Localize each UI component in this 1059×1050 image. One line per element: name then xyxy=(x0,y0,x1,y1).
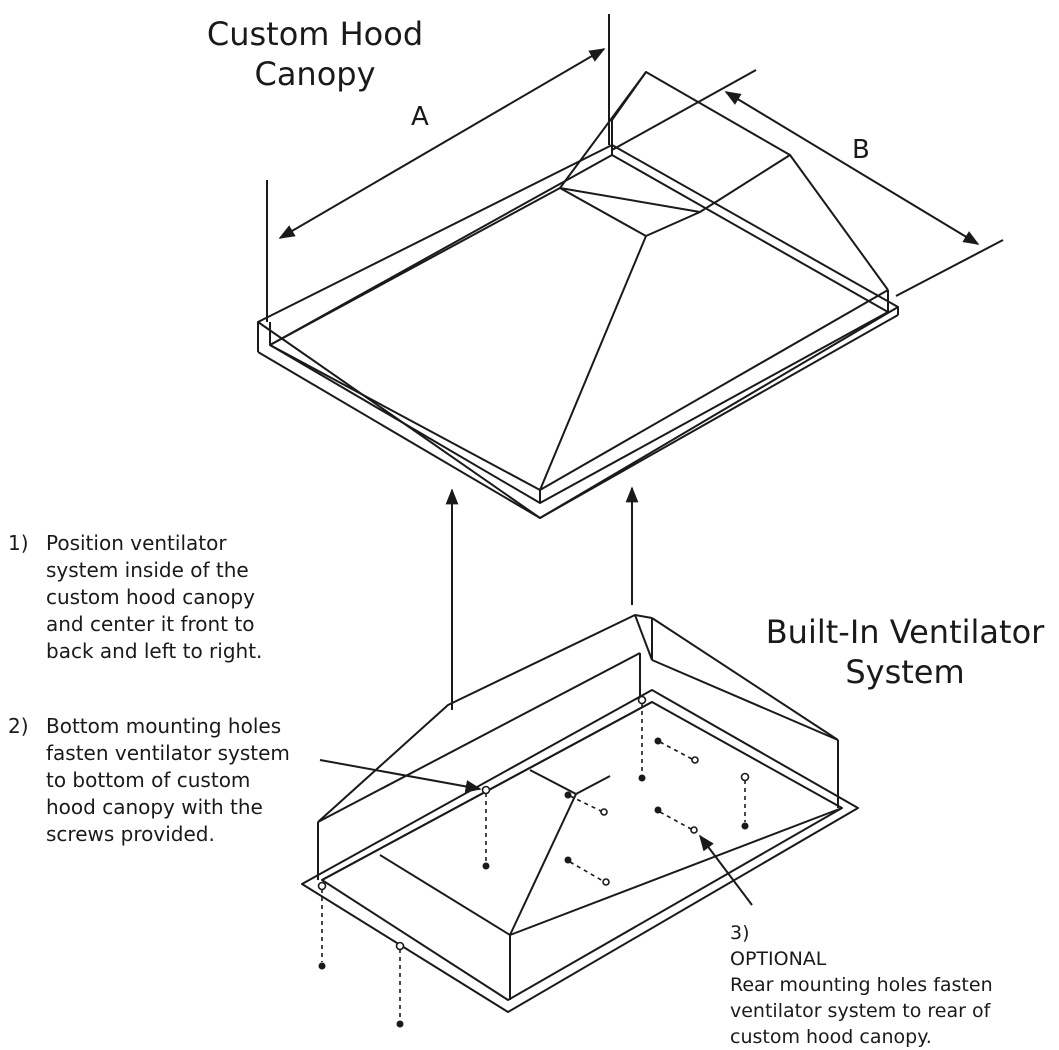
step-text-line: back and left to right. xyxy=(46,639,263,663)
step-text-line: ventilator system to rear of xyxy=(730,1000,991,1022)
screw xyxy=(741,822,749,830)
screw xyxy=(564,791,572,799)
built-in-ventilator xyxy=(301,614,859,1013)
screw xyxy=(654,737,662,745)
ventilator-duct xyxy=(529,769,611,795)
canopy-title-line: Custom Hood xyxy=(206,15,424,53)
step-text-line: fasten ventilator system xyxy=(46,741,290,765)
canopy-hip-edge xyxy=(539,235,647,491)
ventilator-title: Built-In Ventilator System xyxy=(760,612,1050,692)
step-number: 1) xyxy=(8,531,29,555)
ventilator-duct xyxy=(509,793,577,936)
bottom-mounting-hole xyxy=(481,785,491,795)
screw xyxy=(318,962,326,970)
mounting-holes xyxy=(317,695,750,951)
ventilator-roof xyxy=(634,614,653,619)
callout-leaders xyxy=(319,759,753,906)
step-text-line: hood canopy with the xyxy=(46,795,263,819)
step-text-line: and center it front to xyxy=(46,612,255,636)
dimension-b-label: B xyxy=(852,135,870,165)
dimension-b-arrow xyxy=(724,91,980,245)
step-text-line: Rear mounting holes fasten xyxy=(730,974,993,996)
ventilator-duct xyxy=(379,854,511,936)
bottom-mounting-hole xyxy=(740,772,750,782)
rear-mounting-hole xyxy=(600,808,608,816)
canopy-inner-face xyxy=(559,187,701,237)
rear-mounting-hole xyxy=(602,878,610,886)
screw xyxy=(564,856,572,864)
canopy-flange-inner xyxy=(269,154,889,504)
rear-mounting-hole xyxy=(690,826,698,834)
step-number: 2) xyxy=(8,714,29,738)
canopy-title: Custom Hood Canopy xyxy=(190,14,440,94)
extension-line xyxy=(611,69,757,151)
bottom-mounting-hole xyxy=(395,941,405,951)
step-text-line: custom hood canopy. xyxy=(730,1026,932,1048)
canopy-hip-edge xyxy=(789,154,889,291)
canopy-hip-edge xyxy=(269,187,561,346)
canopy-inner-face xyxy=(269,344,541,491)
screw-paths xyxy=(321,703,746,1020)
step-text-line: screws provided. xyxy=(46,822,215,846)
screw xyxy=(638,774,646,782)
ventilator-flange-outer xyxy=(301,689,859,1013)
dimension-b-marker xyxy=(611,69,1004,297)
canopy-flange-edge xyxy=(257,351,541,519)
ventilator-title-line: Built-In Ventilator xyxy=(765,613,1045,651)
extension-line xyxy=(895,239,1004,297)
screw xyxy=(654,806,662,814)
step-text-line: custom hood canopy xyxy=(46,585,255,609)
step-text-line: OPTIONAL xyxy=(730,948,827,970)
step-text-line: system inside of the xyxy=(46,558,249,582)
screw xyxy=(482,862,490,870)
ventilator-duct xyxy=(509,807,843,936)
step-2-note: 2) Bottom mounting holes fasten ventilato… xyxy=(8,713,290,848)
step-number: 3) xyxy=(730,922,750,944)
canopy-inner-face xyxy=(539,289,889,491)
canopy-title-line: Canopy xyxy=(254,55,376,93)
rear-mounting-hole xyxy=(691,756,699,764)
ventilator-roof xyxy=(317,614,653,823)
dimension-a-arrow xyxy=(278,48,606,239)
dimension-a-label: A xyxy=(411,102,429,132)
dimension-a-marker xyxy=(266,14,610,322)
ventilator-title-line: System xyxy=(845,653,965,691)
canopy-flange-edge xyxy=(539,314,899,519)
step-1-note: 1) Position ventilator system inside of t… xyxy=(8,530,262,665)
canopy-hip-edge xyxy=(611,71,647,121)
ventilator-edge xyxy=(317,652,641,823)
bottom-mounting-hole xyxy=(637,695,647,705)
screw xyxy=(396,1020,404,1028)
step-text-line: Bottom mounting holes xyxy=(46,714,282,738)
ventilator-edge xyxy=(651,659,839,741)
leader-rear-holes xyxy=(699,834,753,906)
step-3-note: 3) OPTIONAL Rear mounting holes fasten v… xyxy=(730,920,993,1050)
bottom-mounting-hole xyxy=(317,881,327,891)
ventilator-roof xyxy=(651,617,839,741)
canopy-flange-outer xyxy=(257,144,899,519)
lift-arrows xyxy=(445,486,639,710)
step-text-line: to bottom of custom xyxy=(46,768,251,792)
step-text-line: Position ventilator xyxy=(46,531,227,555)
leader-bottom-holes xyxy=(319,759,482,793)
screws xyxy=(318,737,749,1028)
